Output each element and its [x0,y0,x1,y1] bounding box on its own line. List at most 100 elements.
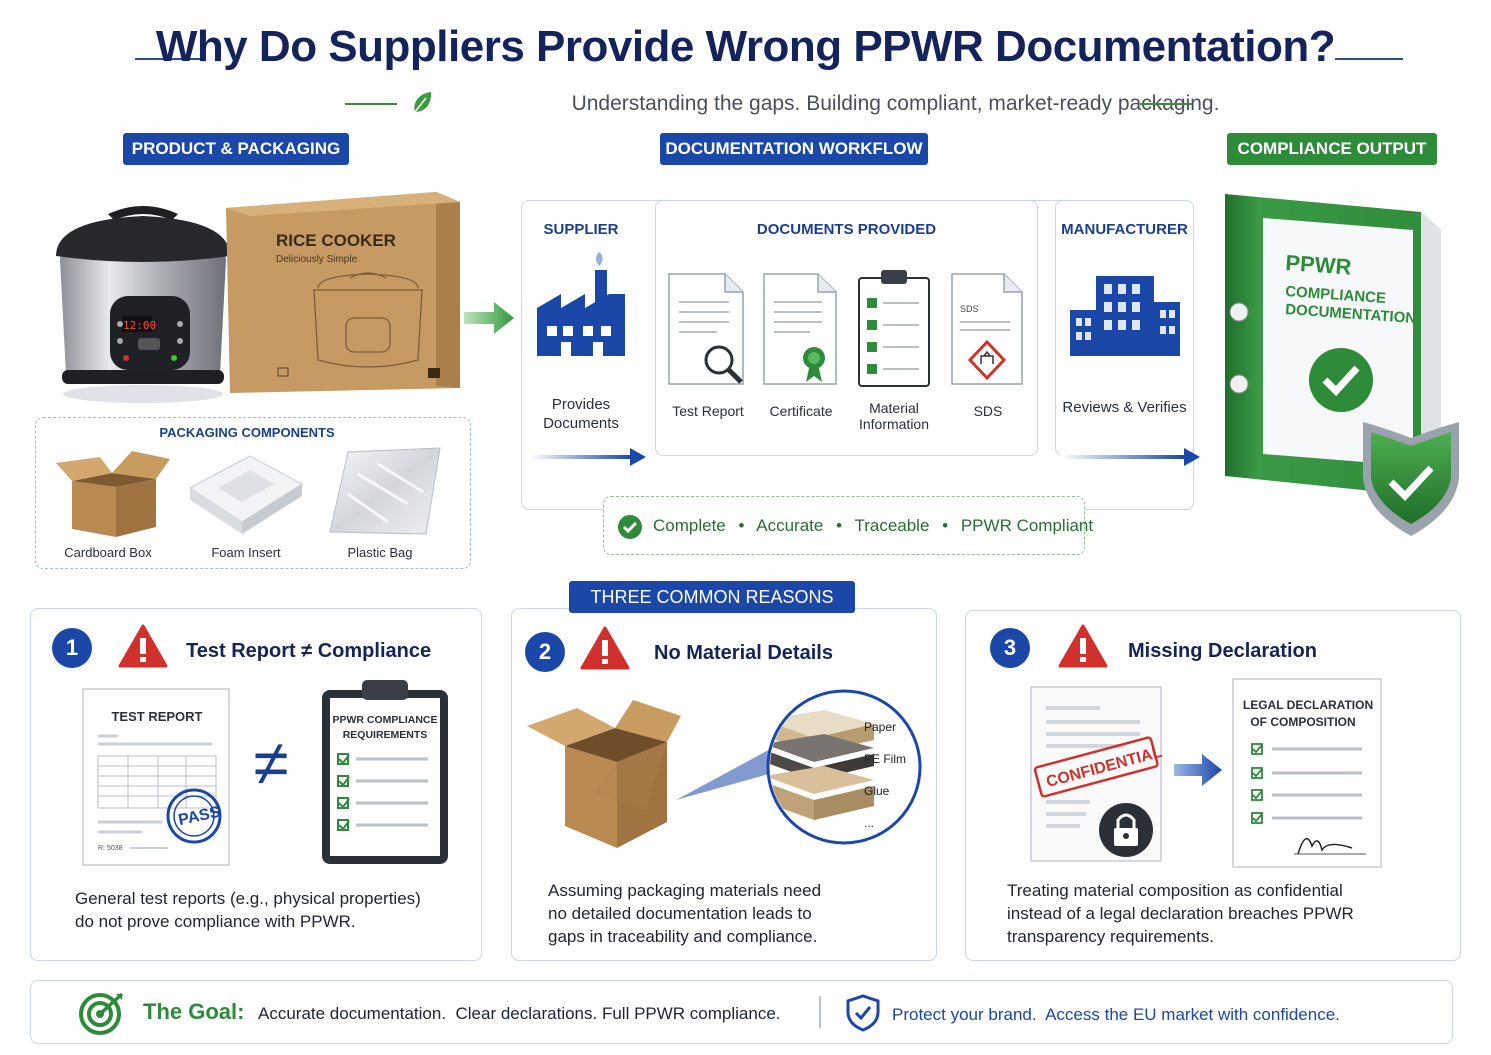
leaf-icon [414,92,432,113]
reason-number-2: 2 [525,632,565,672]
criteria-separator: • [942,516,949,535]
supplier-caption-line2: Documents [543,415,619,432]
check-circle-icon [618,515,642,539]
section-label-output: COMPLIANCE OUTPUT [1227,133,1437,165]
packaging-components-title: PACKAGING COMPONENTS [159,425,335,440]
layer-label-pe-film: PE Film [864,752,906,766]
shield-check-icon [846,994,880,1032]
binder-line2: COMPLIANCE [1285,283,1387,307]
factory-icon [537,252,625,356]
confidential-document-illustration: CONFIDENTIAL [1030,686,1164,862]
reason-title-3: Missing Declaration [1128,640,1317,662]
layer-label-glue: Glue [864,784,890,798]
compliance-binder-illustration: PPWR COMPLIANCE DOCUMENTATION [1225,194,1459,536]
criteria-list: Complete • Accurate • Traceable • PPWR C… [653,516,1093,536]
title-rule-right [1335,58,1403,60]
protect-text: Protect your brand. Access the EU market… [892,1005,1340,1024]
section-label-reasons: THREE COMMON REASONS [569,581,855,613]
page-title: Why Do Suppliers Provide Wrong PPWR Docu… [155,22,1336,71]
reason-text-2-line1: Assuming packaging materials need [548,881,822,900]
foam-insert-icon [189,455,303,534]
warning-icon [118,624,168,668]
section-label-product: PRODUCT & PACKAGING [123,133,349,165]
report-ref: R: 5038 [98,845,123,852]
warning-icon [580,626,630,670]
magnifier-pointer [676,746,776,800]
reason-text-3-line2: instead of a legal declaration breaches … [1007,904,1354,923]
documents-provided-title: DOCUMENTS PROVIDED [756,221,937,238]
footer-divider [819,996,821,1028]
supplier-caption-line1: Provides [551,396,611,413]
criteria-complete: Complete [653,516,726,535]
target-icon [79,992,124,1035]
material-layers-zoom-icon: Paper PE Film Glue ... [766,689,922,845]
manufacturer-title: MANUFACTURER [1061,221,1188,238]
goal-text: Accurate documentation. Clear declaratio… [258,1004,781,1023]
reason-number-3: 3 [990,628,1030,668]
criteria-traceable: Traceable [854,516,930,535]
warning-icon [1058,624,1108,668]
reason-title-1: Test Report ≠ Compliance [186,640,432,662]
arrow-right-icon [464,302,514,334]
doc-label-material-line1: Material [869,400,919,416]
page-subtitle: Understanding the gaps. Building complia… [571,92,1220,115]
criteria-separator: • [738,516,745,535]
clipboard-title-line2: REQUIREMENTS [342,729,428,741]
manufacturer-building-icon [1070,276,1180,356]
clipboard-title-line1: PPWR COMPLIANCE [332,714,438,726]
criteria-accurate: Accurate [756,516,824,535]
reason-text-1-line1: General test reports (e.g., physical pro… [75,889,421,908]
ppwr-requirements-clipboard [322,680,448,864]
packaging-components-panel [35,417,471,569]
flow-arrow-supplier-icon [530,448,646,466]
criteria-bar [603,496,1085,555]
manufacturer-caption: Reviews & Verifies [1062,399,1187,416]
doc-label-test-report: Test Report [672,403,744,419]
open-box-illustration [527,700,681,848]
material-info-clipboard-icon [858,270,930,387]
subtitle-rule-left [345,103,397,105]
sds-tag: SDS [960,304,979,314]
box-tagline: Deliciously Simple [276,254,358,265]
subtitle-rule-right [1140,103,1192,105]
goal-label: The Goal: [143,999,245,1024]
test-report-doc-title: TEST REPORT [111,709,203,724]
reason-text-3-line1: Treating material composition as confide… [1007,881,1343,900]
test-report-doc-icon [668,273,744,385]
certificate-doc-icon [763,273,837,385]
goal-bar [30,980,1453,1044]
layer-label-paper: Paper [864,720,896,734]
product-box-illustration: RICE COOKER Deliciously Simple [226,192,460,393]
component-label-cardboard: Cardboard Box [64,545,152,560]
doc-label-certificate: Certificate [769,403,833,419]
reason-text-2-line3: gaps in traceability and compliance. [548,927,818,946]
component-label-foam: Foam Insert [211,545,281,560]
section-label-workflow: DOCUMENTATION WORKFLOW [660,133,928,165]
title-rule-left [135,58,205,60]
test-report-illustration: PASS R: 5038 [82,688,230,866]
component-label-plastic-bag: Plastic Bag [347,545,413,560]
arrow-right-icon [1174,754,1222,786]
doc-label-sds: SDS [973,403,1003,419]
layer-label-more: ... [864,816,874,830]
legal-declaration-document-illustration [1232,678,1382,868]
doc-label-material-line2: Information [858,416,930,432]
reason-number-1: 1 [52,628,92,668]
reason-text-1-line2: do not prove compliance with PPWR. [75,912,356,931]
reason-title-2: No Material Details [654,642,833,664]
criteria-ppwr-compliant: PPWR Compliant [960,516,1094,535]
rice-cooker-illustration: 12:00 [56,206,230,403]
flow-arrow-manufacturer-icon [1060,448,1200,466]
plastic-bag-icon [329,447,441,535]
reason-text-3-line3: transparency requirements. [1007,927,1214,946]
declaration-title-line1: LEGAL DECLARATION [1242,698,1374,712]
box-brand: RICE COOKER [276,231,396,250]
not-equal-sign: ≠ [253,727,289,799]
sds-doc-icon: SDS [951,273,1023,385]
reason-text-2-line2: no detailed documentation leads to [548,904,812,923]
declaration-title-line2: OF COMPOSITION [1250,715,1356,729]
supplier-title: SUPPLIER [543,221,619,238]
binder-line1: PPWR [1285,250,1353,280]
cardboard-box-icon [56,451,170,537]
criteria-separator: • [836,516,843,535]
